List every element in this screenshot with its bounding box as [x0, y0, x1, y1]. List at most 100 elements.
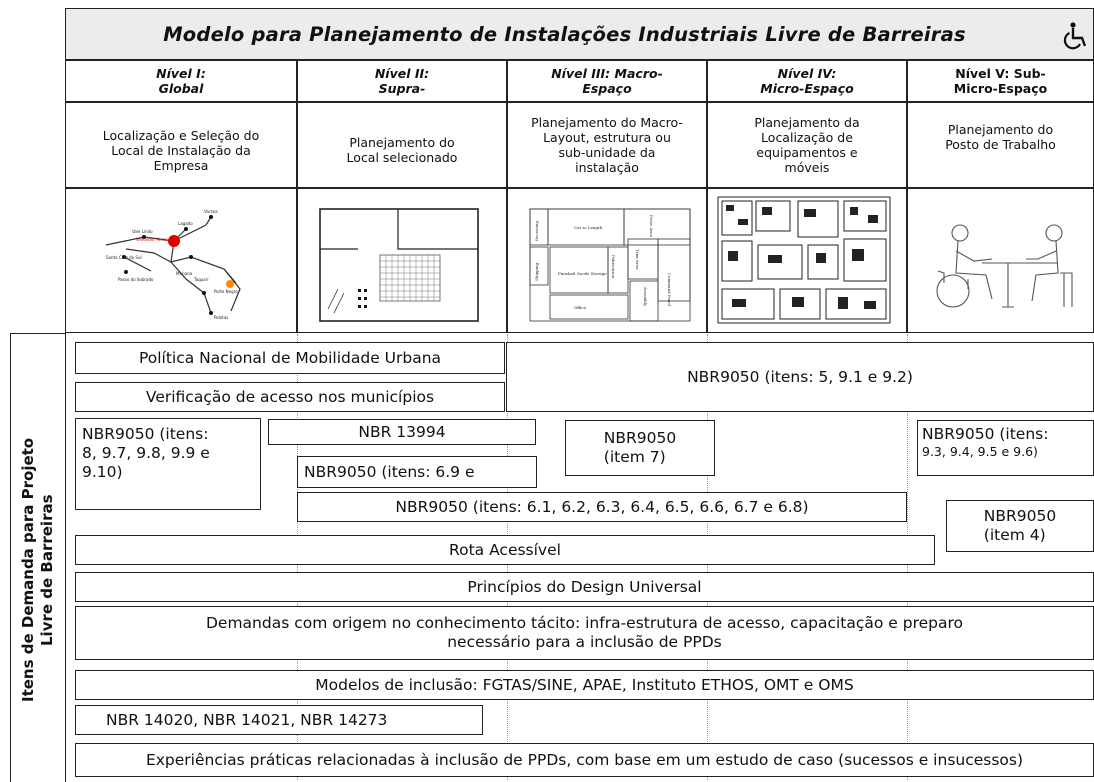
item-text: Rota Acessível: [449, 541, 561, 559]
item-rota-acessivel: Rota Acessível: [75, 535, 935, 565]
level-5-title: Nível V: Sub-: [955, 66, 1046, 81]
item-nbr9050-61-68: NBR9050 (itens: 6.1, 6.2, 6.3, 6.4, 6.5,…: [297, 492, 907, 522]
item-line: (item 4): [983, 526, 1046, 544]
level-1-header: Nível I: Global: [65, 60, 297, 102]
side-label-line: Livre de Barreiras: [38, 494, 56, 646]
item-text: Política Nacional de Mobilidade Urbana: [138, 349, 442, 367]
level-1-image-cell: Lagado Varzea Vale Lindo Vendedor Alves …: [65, 188, 297, 333]
level-5-subtitle: Micro-Espaço: [953, 81, 1048, 96]
location-map-illustration: Lagado Varzea Vale Lindo Vendedor Alves …: [105, 209, 241, 320]
item-line: NBR9050 (itens:: [922, 425, 1049, 443]
item-nbr9050-93-96: NBR9050 (itens:9.3, 9.4, 9.5 e 9.6): [917, 420, 1094, 476]
level-4-image-cell: [707, 188, 907, 333]
item-nbr9050-item7: NBR9050(item 7): [565, 420, 715, 476]
level-1-title: Nível I:: [156, 66, 206, 81]
outer-left-border: [10, 333, 11, 782]
item-nbr9050-69: NBR9050 (itens: 6.9 e: [297, 456, 537, 488]
level-3-subtitle: Espaço: [582, 81, 632, 96]
item-text: Princípios do Design Universal: [467, 578, 702, 596]
level-4-header: Nível IV: Micro-Espaço: [707, 60, 907, 102]
item-line: (item 7): [603, 448, 666, 466]
desc-line: instalação: [575, 160, 639, 175]
plan-label-shipping: Shipping: [534, 262, 539, 281]
item-line: necessário para a inclusão de PPDs: [447, 633, 722, 651]
item-modelos-inclusao: Modelos de inclusão: FGTAS/SINE, APAE, I…: [75, 670, 1094, 700]
desc-line: Empresa: [153, 157, 209, 173]
level-1-subtitle: Global: [158, 81, 204, 96]
desc-line: Planejamento da: [754, 115, 860, 130]
desc-line: Planejamento do Macro-: [531, 115, 683, 130]
level-5-image-cell: [907, 188, 1094, 333]
item-nbr9050-5-9: NBR9050 (itens: 5, 9.1 e 9.2): [506, 342, 1094, 412]
item-line: 9.10): [82, 463, 123, 481]
item-text: Modelos de inclusão: FGTAS/SINE, APAE, I…: [315, 676, 854, 694]
level-3-image-cell: Receiving Cut to Length Press Area Shipp…: [507, 188, 707, 333]
plan-label-trim: Trim Area: [635, 249, 640, 270]
plan-label-command: Command Panel: [667, 273, 672, 307]
item-line: 9.3, 9.4, 9.5 e 9.6): [922, 444, 1038, 459]
level-2-header: Nível II: Supra-: [297, 60, 507, 102]
item-text: NBR9050 (itens: 6.9 e: [304, 463, 475, 481]
title-cell: Modelo para Planejamento de Instalações …: [65, 8, 1094, 60]
item-nbr14020: NBR 14020, NBR 14021, NBR 14273: [75, 705, 483, 735]
equipment-floorplan-illustration: [717, 196, 891, 324]
desc-line: Layout, estrutura ou: [543, 130, 671, 145]
item-text: NBR 13994: [358, 423, 446, 441]
item-verificacao-acesso: Verificação de acesso nos municípios: [75, 382, 505, 412]
item-demandas-tacito: Demandas com origem no conhecimento táci…: [75, 606, 1094, 660]
lower-left-border: [65, 333, 66, 782]
item-line: NBR9050 (itens:: [82, 425, 209, 443]
map-label-mariana: Mariana: [176, 271, 193, 276]
desc-line: Planejamento do: [947, 122, 1054, 137]
map-label-pelotas: Pelotas: [214, 315, 228, 320]
item-politica-nacional: Política Nacional de Mobilidade Urbana: [75, 342, 505, 374]
desc-line: Localização de: [761, 130, 853, 145]
item-line: NBR9050: [603, 429, 677, 447]
plan-label-receiving: Receiving: [534, 221, 539, 241]
desc-line: móveis: [784, 160, 830, 175]
level-4-subtitle: Micro-Espaço: [760, 81, 854, 96]
map-label-lagado: Lagado: [178, 221, 193, 226]
level-4-title: Nível IV:: [777, 66, 837, 81]
item-line: NBR9050: [983, 507, 1057, 525]
desc-line: Localização e Seleção do: [102, 127, 260, 143]
level-3-description: Planejamento do Macro-Layout, estrutura …: [507, 102, 707, 188]
macro-layout-illustration: Receiving Cut to Length Press Area Shipp…: [529, 208, 691, 322]
level-2-subtitle: Supra-: [378, 81, 426, 96]
item-principios-design: Princípios do Design Universal: [75, 572, 1094, 602]
plan-label-assembly: Assembly: [643, 286, 648, 307]
item-text: NBR9050 (itens: 6.1, 6.2, 6.3, 6.4, 6.5,…: [395, 498, 809, 516]
side-label-line: Itens de Demanda para Projeto: [19, 437, 37, 703]
level-2-image-cell: [297, 188, 507, 333]
wheelchair-accessibility-icon: [1063, 22, 1087, 50]
map-label-porto: Porto Negro: [214, 289, 238, 294]
item-experiencias-praticas: Experiências práticas relacionadas à inc…: [75, 743, 1094, 777]
plan-label-office: Office: [574, 305, 587, 310]
site-plan-illustration: [319, 208, 479, 322]
item-text: Verificação de acesso nos municípios: [145, 388, 435, 406]
item-text: Experiências práticas relacionadas à inc…: [145, 751, 1024, 769]
map-label-varzea: Varzea: [204, 209, 218, 214]
item-text: NBR9050 (itens: 5, 9.1 e 9.2): [687, 368, 913, 386]
item-text: NBR 14020, NBR 14021, NBR 14273: [106, 711, 388, 729]
desc-line: equipamentos e: [756, 145, 858, 160]
plan-label-press: Press Area: [649, 215, 654, 238]
workstation-wheelchair-illustration: [936, 224, 1073, 308]
desc-line: Planejamento do: [349, 135, 455, 150]
level-2-title: Nível II:: [374, 66, 430, 81]
level-3-header: Nível III: Macro- Espaço: [507, 60, 707, 102]
desc-line: Local de Instalação da: [111, 142, 251, 158]
map-label-taquari: Taquari: [193, 277, 209, 282]
item-nbr9050-item4: NBR9050(item 4): [946, 500, 1094, 552]
map-label-vendedor: Vendedor Alves: [136, 237, 167, 242]
map-label-santa: Santa Cruz do Sul: [106, 255, 142, 260]
level-5-header: Nível V: Sub- Micro-Espaço: [907, 60, 1094, 102]
plan-label-fabrication: Fabrication: [611, 255, 616, 279]
page-title: Modelo para Planejamento de Instalações …: [163, 22, 966, 46]
